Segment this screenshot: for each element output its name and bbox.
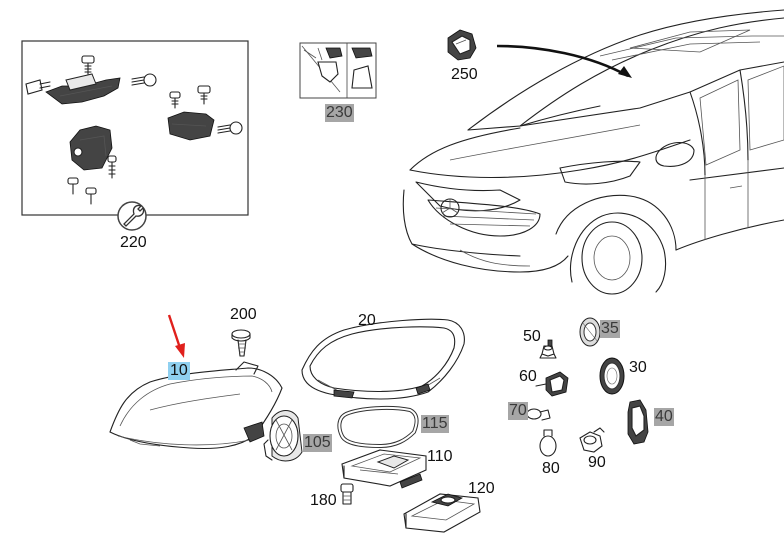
screw-part-200 [231,329,251,357]
part-label-60[interactable]: 60 [519,368,537,385]
part-label-70[interactable]: 70 [508,402,528,420]
socket-part-250 [447,29,477,61]
cap-part-30 [599,357,625,395]
part-label-220[interactable]: 220 [120,234,147,251]
part-label-250[interactable]: 250 [451,66,478,83]
part-label-120[interactable]: 120 [468,480,495,497]
side-light-part-40 [627,399,649,445]
cap-part-35 [579,317,601,347]
bulb-part-70 [526,408,551,421]
bulb-part-50 [539,339,557,359]
part-label-230[interactable]: 230 [325,104,354,122]
part-label-80[interactable]: 80 [542,460,560,477]
pointer-arrow-250 [496,44,629,78]
red-arrow-icon [167,314,185,358]
part-label-105[interactable]: 105 [303,434,332,452]
pointer-arrowhead-250 [618,66,632,78]
headlamp-part-10 [109,361,283,449]
part-label-90[interactable]: 90 [588,454,606,471]
socket-part-90 [579,427,605,453]
leveling-motor-part-105 [263,410,303,462]
bulb-part-80 [539,429,557,457]
part-label-180[interactable]: 180 [310,492,337,509]
seal-part-115 [337,405,419,449]
bulb-holder-part-60 [535,371,569,397]
headlamp-housing-part-20 [301,318,465,400]
label-sticker-part [299,42,377,99]
wrench-icon [117,201,147,231]
vehicle-illustration [402,9,784,295]
igniter-part-120 [403,493,481,533]
part-label-200[interactable]: 200 [230,306,257,323]
part-label-110[interactable]: 110 [427,448,453,465]
part-label-50[interactable]: 50 [523,328,541,345]
part-label-20[interactable]: 20 [358,312,376,329]
part-label-40[interactable]: 40 [654,408,674,426]
part-label-10[interactable]: 10 [168,362,190,380]
part-label-30[interactable]: 30 [629,359,647,376]
part-label-115[interactable]: 115 [421,415,449,433]
mounting-kit-box [21,40,249,216]
screw-part-180 [340,483,354,505]
control-unit-part-110 [341,449,427,489]
part-label-35[interactable]: 35 [600,320,620,338]
